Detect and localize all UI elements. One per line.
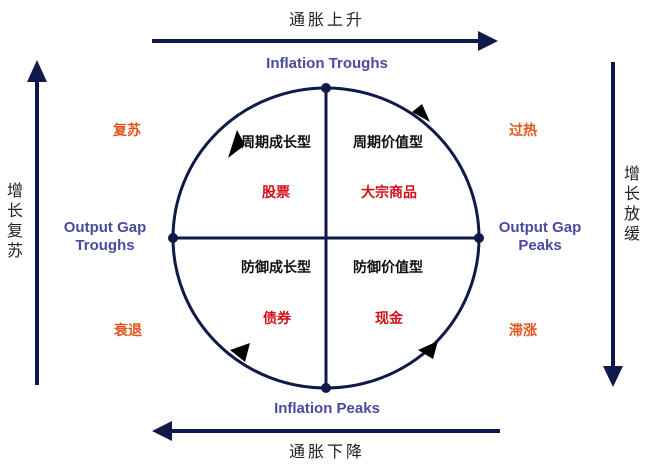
phase-overheat: 过热 bbox=[509, 123, 537, 139]
label-inflation-troughs: Inflation Troughs bbox=[266, 55, 388, 72]
node-right bbox=[474, 233, 484, 243]
label-inflation-falling: 通胀下降 bbox=[288, 442, 366, 461]
label-output-gap-troughs: Output Gap Troughs bbox=[64, 219, 147, 255]
clockwise-arrowhead-icon bbox=[412, 104, 430, 122]
quadrant-style-defensive-value: 防御价值型 bbox=[353, 260, 423, 276]
phase-recovery: 复苏 bbox=[113, 123, 141, 139]
quadrant-style-cyclical-value: 周期价值型 bbox=[353, 135, 423, 151]
label-output-gap-troughs-line1: Output Gap bbox=[63, 219, 147, 236]
clockwise-arrowhead-icon bbox=[228, 130, 245, 158]
arrow-growth-recovering bbox=[27, 60, 47, 385]
label-output-gap-peaks-line1: Output Gap bbox=[498, 219, 582, 236]
label-inflation-rising: 通胀上升 bbox=[288, 10, 366, 29]
quadrant-asset-bonds: 债券 bbox=[263, 311, 291, 327]
quadrant-style-cyclical-growth: 周期成长型 bbox=[241, 135, 311, 151]
clockwise-arrowhead-icon bbox=[418, 341, 438, 359]
node-top bbox=[321, 83, 331, 93]
clockwise-arrowhead-icon bbox=[230, 343, 250, 362]
arrow-inflation-falling bbox=[152, 421, 500, 441]
label-inflation-peaks: Inflation Peaks bbox=[274, 400, 380, 417]
phase-recession: 衰退 bbox=[114, 323, 142, 339]
phase-stagflation: 滞涨 bbox=[509, 323, 537, 339]
quadrant-style-defensive-growth: 防御成长型 bbox=[241, 260, 311, 276]
node-bottom bbox=[321, 383, 331, 393]
label-output-gap-peaks: Output Gap Peaks bbox=[499, 219, 582, 255]
label-output-gap-troughs-line2: Troughs bbox=[75, 237, 135, 254]
quadrant-asset-commodities: 大宗商品 bbox=[361, 185, 417, 201]
label-output-gap-peaks-line2: Peaks bbox=[518, 237, 562, 254]
arrow-growth-slowing bbox=[603, 62, 623, 387]
label-growth-slowing: 增长放缓 bbox=[621, 165, 640, 245]
quadrant-asset-cash: 现金 bbox=[375, 311, 403, 327]
node-left bbox=[168, 233, 178, 243]
label-growth-recovering: 增长复苏 bbox=[4, 182, 23, 262]
quadrant-asset-equities: 股票 bbox=[262, 185, 290, 201]
arrow-inflation-rising bbox=[152, 31, 498, 51]
